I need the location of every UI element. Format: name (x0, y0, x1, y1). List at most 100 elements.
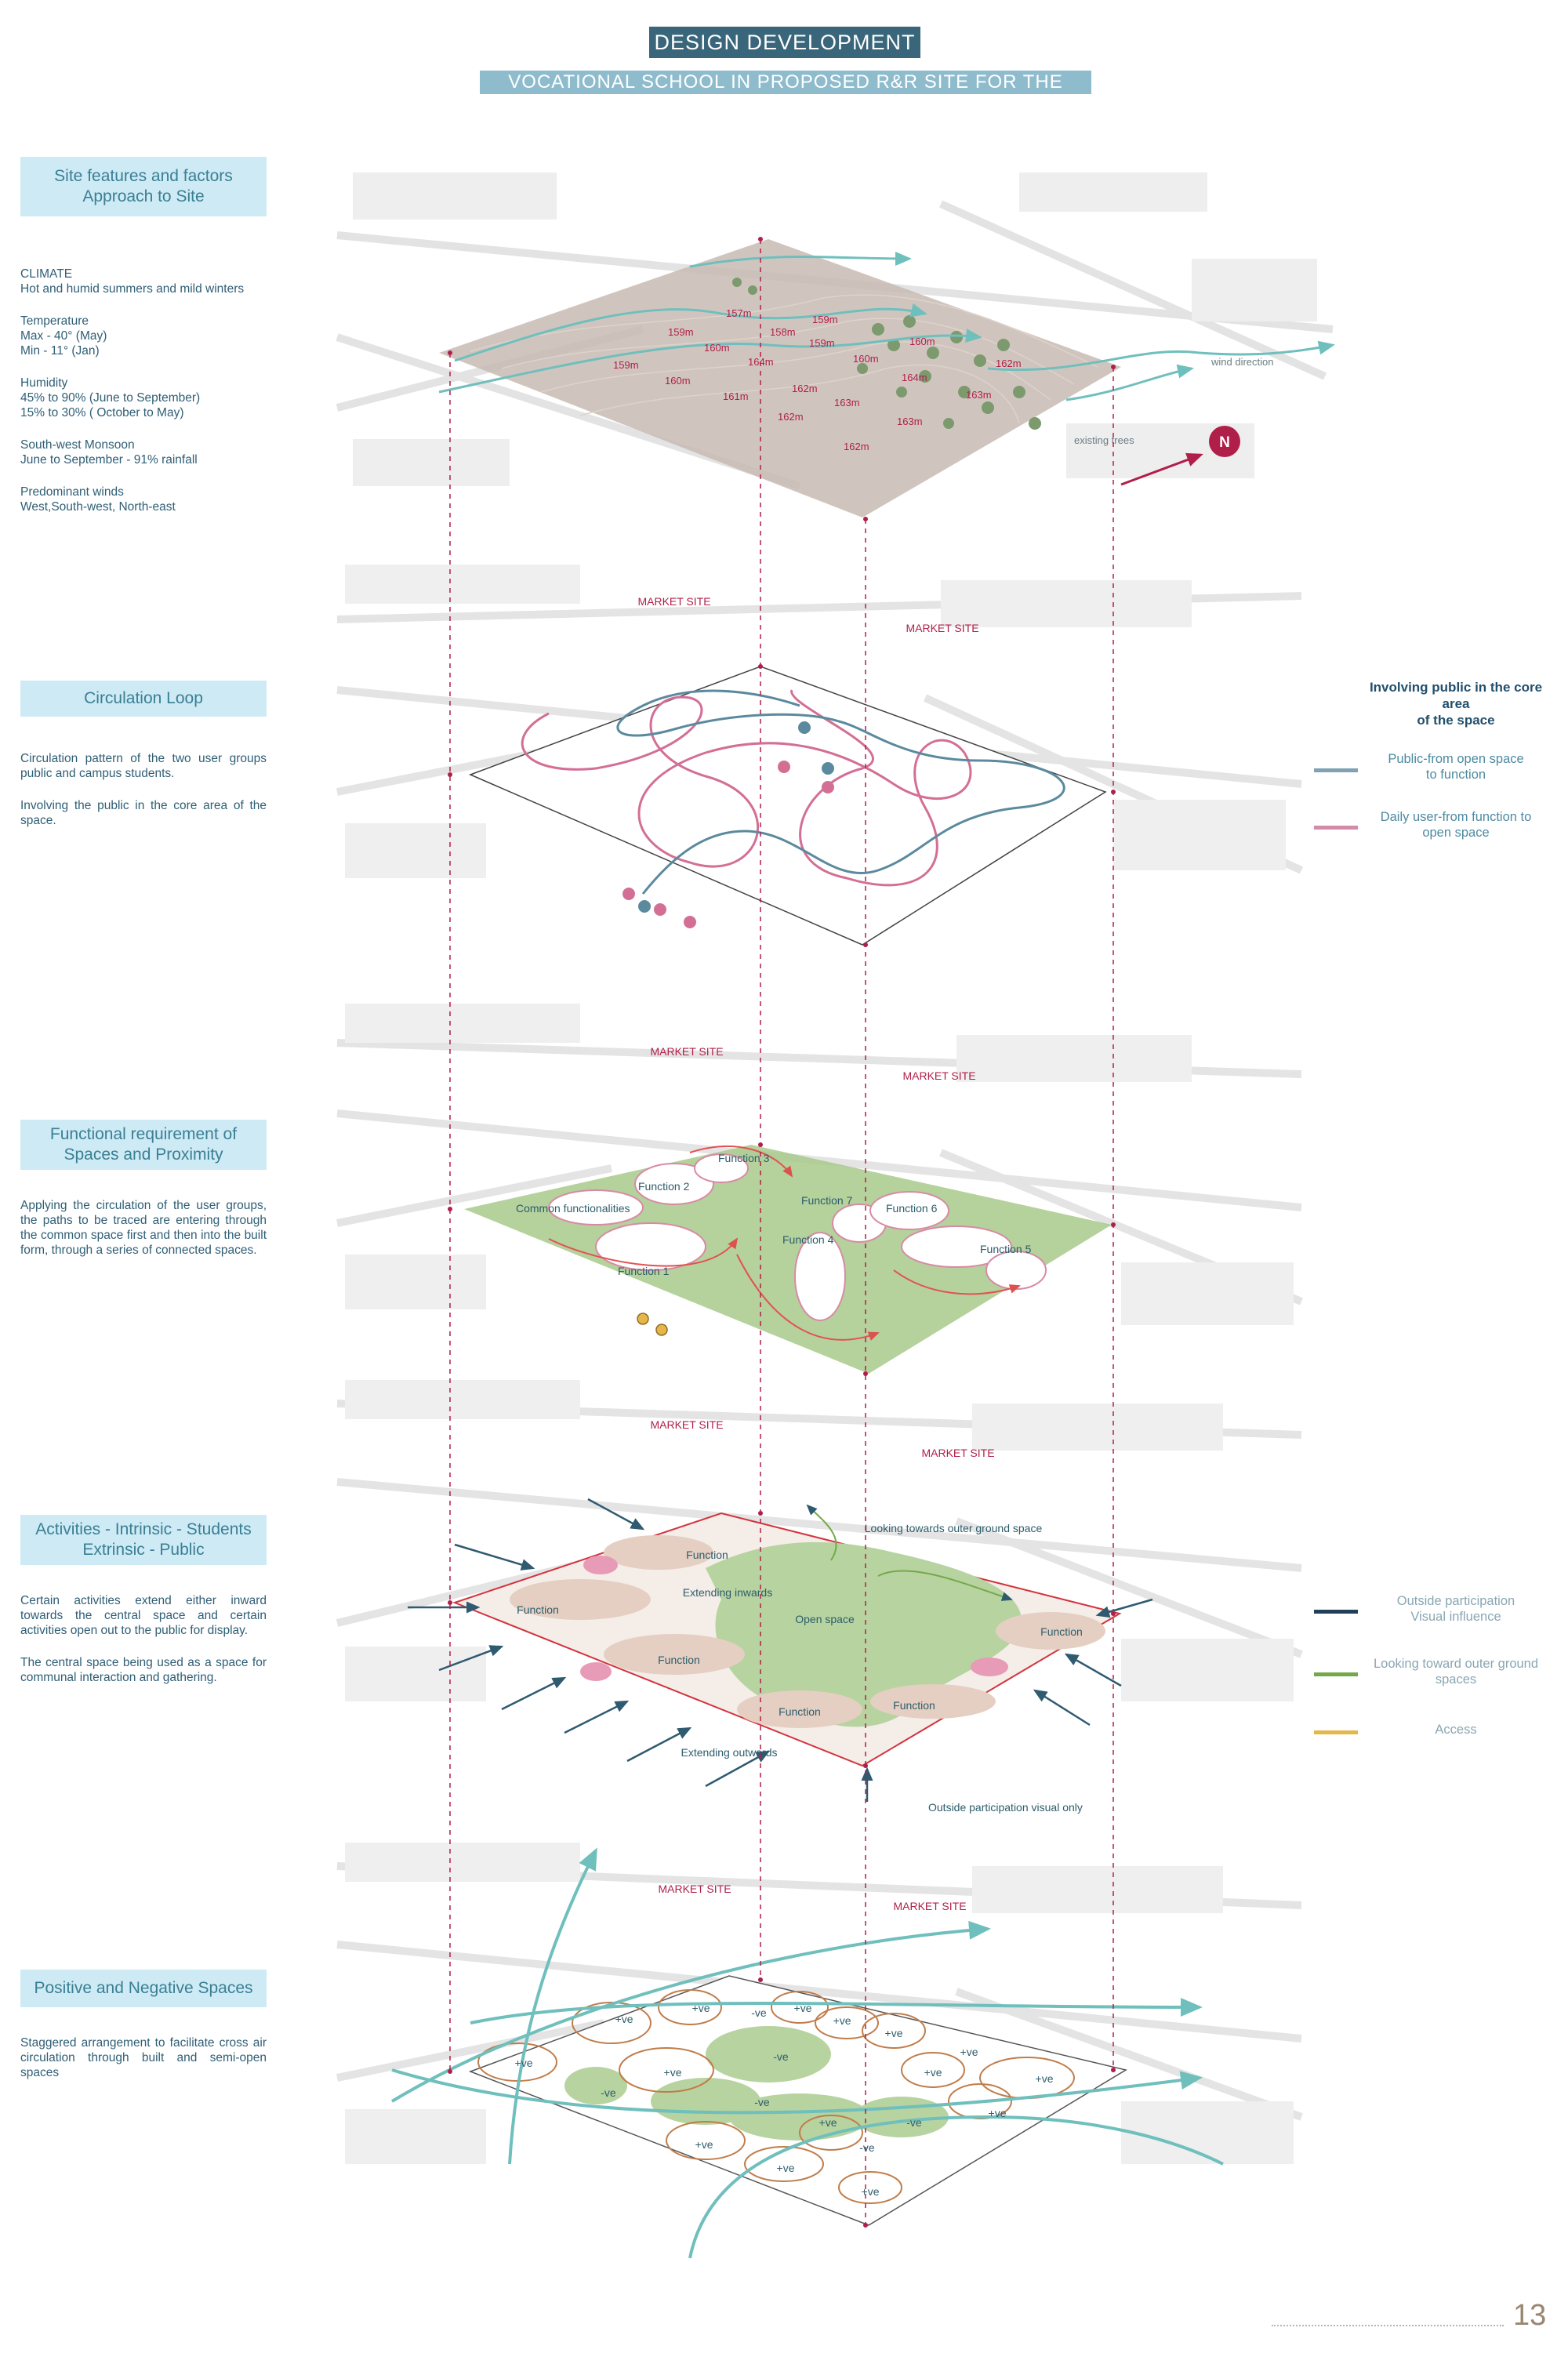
activities-text: Certain activities extend either inward … (20, 1593, 267, 1702)
functional-para-1: Applying the circulation of the user gro… (20, 1199, 267, 1257)
entry-node (638, 900, 651, 913)
legend-line: Outside participation (1396, 1594, 1515, 1608)
entry-node (684, 916, 696, 928)
page-title: DESIGN DEVELOPMENT (649, 27, 920, 58)
function-labels: Function 3 Function 2 Common functionali… (516, 1152, 1032, 1277)
section-heading-activities: Activities - Intrinsic - Students Extrin… (20, 1515, 267, 1565)
activity-label: Extending inwards (683, 1586, 772, 1599)
daily-user-path (521, 689, 972, 887)
positive-negative-text: Staggered arrangement to facilitate cros… (20, 2035, 267, 2097)
site-plot (439, 239, 1121, 517)
function-label: Function 2 (638, 1180, 690, 1193)
access-node (637, 1313, 649, 1325)
contour-label: 159m (809, 337, 835, 349)
contour-label: 162m (996, 358, 1022, 369)
space-tag: +ve (692, 2002, 710, 2014)
space-tag: +ve (885, 2027, 903, 2039)
legend-daily-user: Daily user-from function to open space (1358, 809, 1554, 841)
space-tag: +ve (777, 2162, 795, 2174)
pink-nodes (580, 1556, 1008, 1681)
humidity-range-1: 45% to 90% (June to September) (20, 391, 201, 405)
legend-swatch-access (1314, 1730, 1358, 1734)
contour-label: 160m (704, 342, 730, 354)
north-label: N (1219, 434, 1230, 451)
entry-node (654, 903, 666, 916)
activity-label: Looking towards outer ground space (865, 1522, 1043, 1534)
background-blocks (345, 1004, 1294, 1325)
contour-label: 164m (902, 372, 927, 383)
monsoon-text: June to September - 91% rainfall (20, 453, 198, 467)
function-circulation (548, 1146, 1021, 1341)
cross-ventilation-arrows (390, 1847, 1224, 2259)
activities-para-2: The central space being used as a space … (20, 1656, 267, 1684)
north-arrow (1120, 452, 1203, 486)
circulation-para-2: Involving the public in the core area of… (20, 799, 267, 827)
outside-participation-arrows (408, 1498, 1153, 1802)
space-tag: -ve (754, 2096, 770, 2108)
contour-label: 163m (834, 397, 860, 409)
positive-negative-para-1: Staggered arrangement to facilitate cros… (20, 2036, 267, 2079)
function-label: Function 4 (782, 1233, 834, 1246)
wind-arrows (438, 251, 1335, 401)
heading-line: Approach to Site (82, 187, 205, 205)
heading-line: Spaces and Proximity (64, 1146, 223, 1164)
space-tag: +ve (695, 2138, 713, 2151)
access-node (655, 1324, 668, 1336)
heading-line: Site features and factors (54, 167, 233, 185)
legend-heading-line: of the space (1417, 713, 1495, 728)
activity-label: Extending outwards (681, 1746, 778, 1759)
footer-dotted-rule (1272, 2325, 1504, 2326)
market-site-label: MARKET SITE (902, 1069, 975, 1082)
contour-label: 159m (812, 314, 838, 325)
activity-label: Function (893, 1699, 935, 1712)
heading-line: Extrinsic - Public (82, 1541, 205, 1559)
circulation-text: Circulation pattern of the two user grou… (20, 751, 267, 845)
market-site-label: MARKET SITE (906, 622, 978, 634)
activity-label: Function (1040, 1625, 1083, 1638)
activity-label: Open space (795, 1613, 855, 1625)
legend-swatch-outside-participation (1314, 1610, 1358, 1614)
legend-line: spaces (1435, 1672, 1477, 1687)
temperature-min: Min - 11° (Jan) (20, 344, 100, 358)
layer-site-context: 157m 159m 158m 159m 159m 160m 164m 160m … (336, 172, 1335, 517)
legend-line: Daily user-from function to (1380, 810, 1532, 824)
page-number: 13 (1513, 2299, 1547, 2332)
space-tag: +ve (924, 2066, 942, 2079)
function-label: Function 3 (718, 1152, 770, 1164)
legend-heading-line: Involving public in the core (1369, 680, 1543, 695)
space-tag: +ve (960, 2046, 978, 2058)
legend-swatch-public (1314, 768, 1358, 772)
winds-label: Predominant winds (20, 485, 124, 499)
space-tag: +ve (989, 2107, 1007, 2119)
contour-label: 160m (909, 336, 935, 347)
existing-trees-label: existing trees (1074, 434, 1134, 446)
activities-para-1: Certain activities extend either inward … (20, 1594, 267, 1637)
legend-line: Public-from open space (1388, 752, 1524, 766)
layer-circulation: MARKET SITE MARKET SITE (336, 565, 1304, 946)
function-blobs (548, 1153, 1047, 1321)
heading-line: Functional requirement of (49, 1125, 238, 1143)
background-blocks (345, 565, 1286, 878)
space-tag: +ve (819, 2116, 837, 2129)
circulation-legend-heading: Involving public in the core area of the… (1358, 679, 1554, 728)
circulation-para-1: Circulation pattern of the two user grou… (20, 752, 267, 780)
activity-label: Function (517, 1603, 559, 1616)
activity-label: Function (658, 1654, 700, 1666)
layer-activities: MARKET SITE MARKET SITE (336, 1380, 1303, 1814)
legend-line: Visual influence (1410, 1610, 1501, 1624)
legend-looking-outward: Looking toward outer ground spaces (1358, 1656, 1554, 1687)
built-zones (510, 1535, 1105, 1728)
functional-text: Applying the circulation of the user gro… (20, 1198, 267, 1275)
open-space (706, 1541, 1022, 1727)
space-tag: +ve (664, 2066, 682, 2079)
contour-label: 162m (792, 383, 818, 394)
legend-public: Public-from open space to function (1358, 751, 1554, 783)
entry-nodes (622, 721, 834, 928)
space-tag: +ve (515, 2057, 533, 2069)
humidity-label: Humidity (20, 376, 68, 390)
contour-label: 158m (770, 326, 796, 338)
contour-label: 159m (668, 326, 694, 338)
entry-node (822, 762, 834, 775)
entry-node (778, 761, 790, 773)
